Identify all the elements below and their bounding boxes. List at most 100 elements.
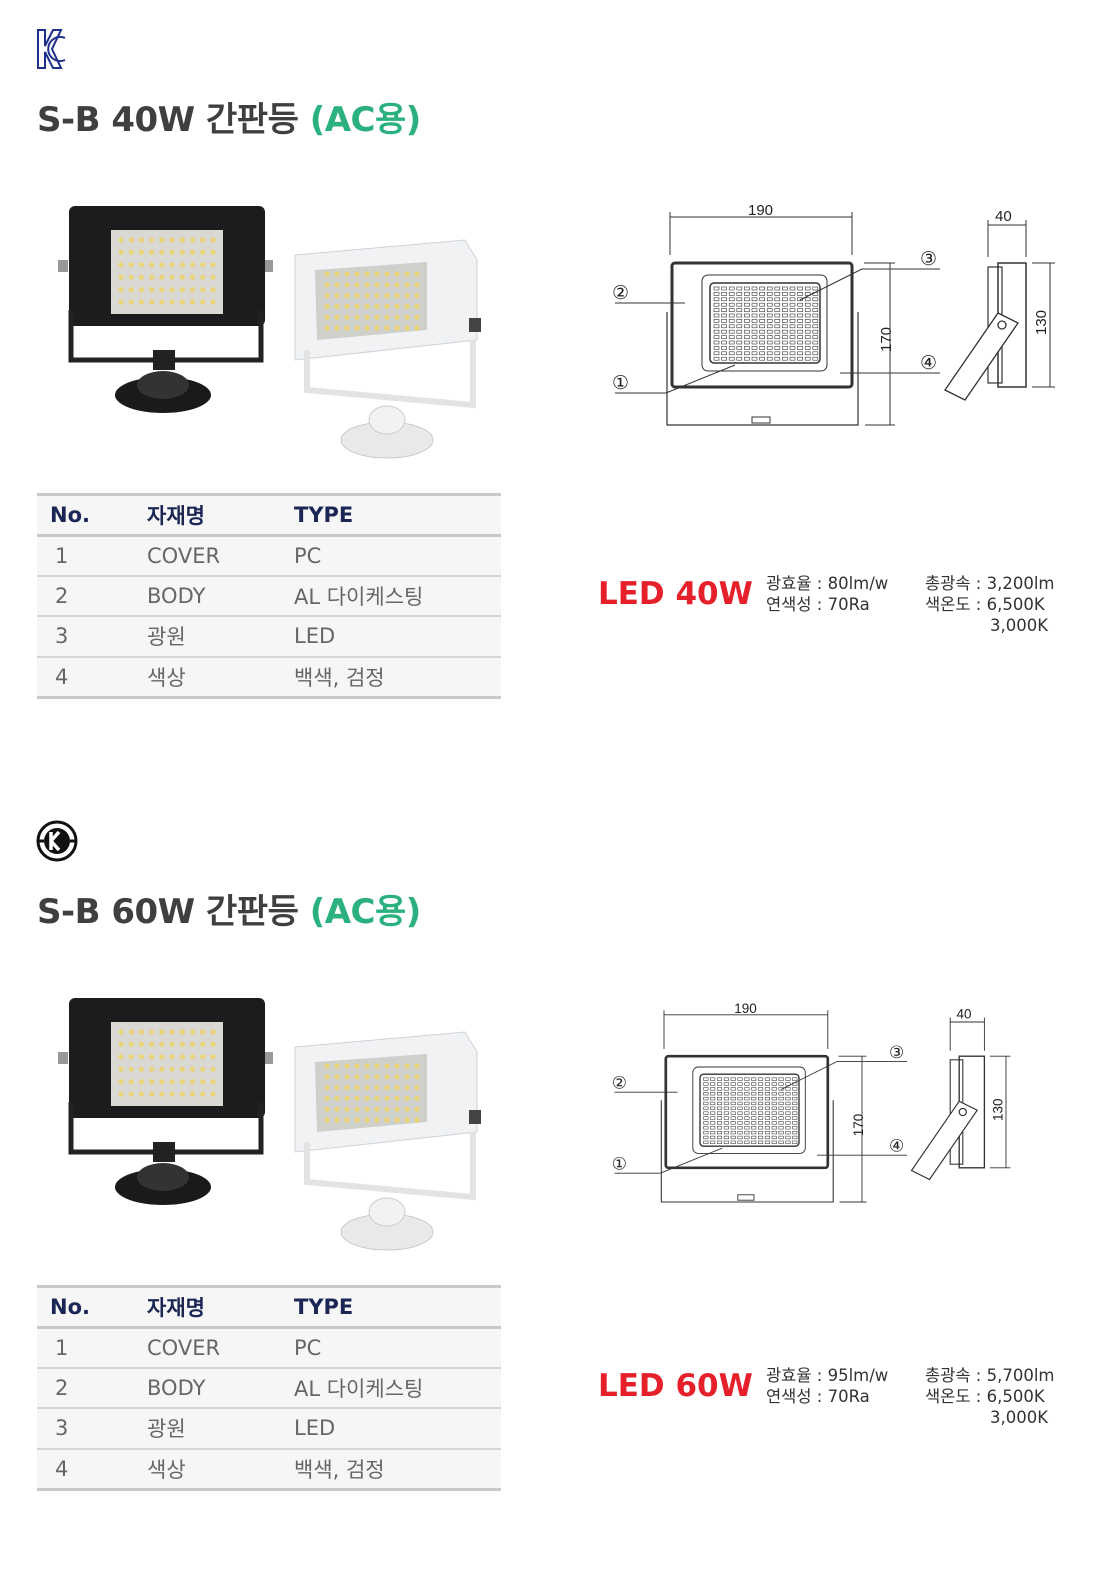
diagram-led-cell (710, 1101, 716, 1106)
diagram-led-cell (758, 1121, 764, 1125)
diagram-led-cell (723, 1087, 729, 1091)
led-chip (414, 1074, 420, 1080)
diagram-led-cell (730, 1121, 736, 1125)
led-chip (159, 299, 165, 305)
diagram-led-cell (771, 1135, 777, 1140)
diagram-led-cell (717, 1096, 723, 1101)
led-chip (354, 314, 360, 320)
spec-cri: 연색성 : 70Ra (766, 595, 870, 614)
led-chip (334, 314, 340, 320)
dim-side-height: 130 (990, 1098, 1005, 1121)
diagram-led-cell (744, 313, 750, 318)
cell-type: 백색, 검정 (294, 656, 501, 697)
led-chip (354, 1063, 360, 1069)
led-chip (394, 303, 400, 309)
led-chip (138, 1054, 145, 1060)
cell-no: 2 (37, 1367, 147, 1408)
diagram-led-cell (744, 340, 750, 345)
cell-part-name: BODY (147, 1367, 294, 1408)
diagram-led-cell (785, 1106, 791, 1110)
product-photos (58, 998, 481, 1251)
led-chip (404, 1117, 410, 1123)
led-chip (354, 303, 360, 309)
led-chip (169, 237, 175, 243)
diagram-led-cell (778, 1077, 784, 1081)
diagram-led-cell (730, 1087, 736, 1091)
callout-3: ③ (920, 249, 937, 270)
diagram-led-cell (721, 313, 727, 318)
white-floodlight-image (294, 1031, 481, 1251)
led-chip (159, 1079, 165, 1085)
diagram-led-cell (721, 286, 727, 291)
led-chip (394, 325, 400, 331)
led-chip (210, 249, 216, 255)
diagram-led-cell (764, 1121, 770, 1125)
diagram-led-cell (710, 1135, 716, 1140)
diagram-led-cell (759, 351, 765, 356)
diagram-led-cell (804, 346, 811, 350)
led-chip (159, 237, 165, 243)
led-chip (159, 1066, 165, 1072)
led-chip (384, 293, 390, 299)
diagram-led-cell (721, 297, 727, 302)
led-chip (324, 303, 330, 309)
diagram-led-cell (804, 308, 811, 312)
led-chip (334, 282, 340, 288)
led-chip (138, 1079, 145, 1085)
led-chip (414, 271, 420, 277)
cell-no: 4 (37, 1448, 147, 1489)
diagram-led-cell (782, 319, 788, 323)
diagram-led-cell (703, 1077, 709, 1081)
diagram-led-cell (736, 292, 743, 296)
diagram-led-cell (778, 1101, 784, 1106)
diagram-led-cell (744, 335, 750, 339)
product-title: S-B 60W 간판등 (AC용) (37, 884, 421, 933)
diagram-led-cell (778, 1082, 784, 1086)
diagram-led-cell (710, 1077, 716, 1081)
diagram-led-cell (710, 1111, 716, 1115)
diagram-led-cell (774, 302, 781, 307)
led-chip (364, 314, 370, 320)
diagram-led-cell (797, 286, 803, 291)
diagram-led-cell (804, 319, 811, 323)
diagram-led-cell (797, 324, 803, 329)
diagram-led-cell (759, 340, 765, 345)
diagram-led-cell (703, 1087, 709, 1091)
callout-3: ③ (889, 1043, 904, 1062)
led-chip (118, 274, 124, 280)
diagram-led-cell (804, 335, 811, 339)
diagram-led-cell (721, 346, 727, 350)
diagram-led-cell (744, 329, 750, 334)
diagram-led-cell (723, 1077, 729, 1081)
diagram-led-cell (703, 1111, 709, 1115)
led-chip (128, 249, 134, 255)
diagram-led-cell (759, 297, 765, 302)
diagram-led-cell (758, 1135, 764, 1140)
diagram-led-cell (804, 297, 811, 302)
led-chip (210, 237, 216, 243)
led-chip (344, 314, 350, 320)
diagram-led-cell (759, 319, 765, 323)
led-chip (210, 262, 216, 268)
diagram-led-cell (744, 1092, 750, 1096)
led-chip (179, 249, 185, 255)
led-chip (334, 271, 340, 277)
diagram-led-cell (730, 1116, 736, 1120)
led-chip (404, 293, 410, 299)
led-chip (374, 1063, 380, 1069)
led-chip (364, 271, 370, 277)
dim-height: 170 (851, 1114, 866, 1137)
diagram-led-cell (728, 346, 735, 350)
led-chip (149, 1054, 155, 1060)
diagram-led-cell (782, 286, 788, 291)
diagram-led-cell (797, 340, 803, 345)
diagram-led-cell (730, 1101, 736, 1106)
product-photos (58, 206, 481, 459)
led-chip (414, 1063, 420, 1069)
led-chip (138, 1091, 145, 1097)
led-chip (384, 271, 390, 277)
led-chip (179, 1054, 185, 1060)
diagram-led-cell (804, 292, 811, 296)
diagram-led-cell (778, 1106, 784, 1110)
diagram-led-cell (703, 1082, 709, 1086)
